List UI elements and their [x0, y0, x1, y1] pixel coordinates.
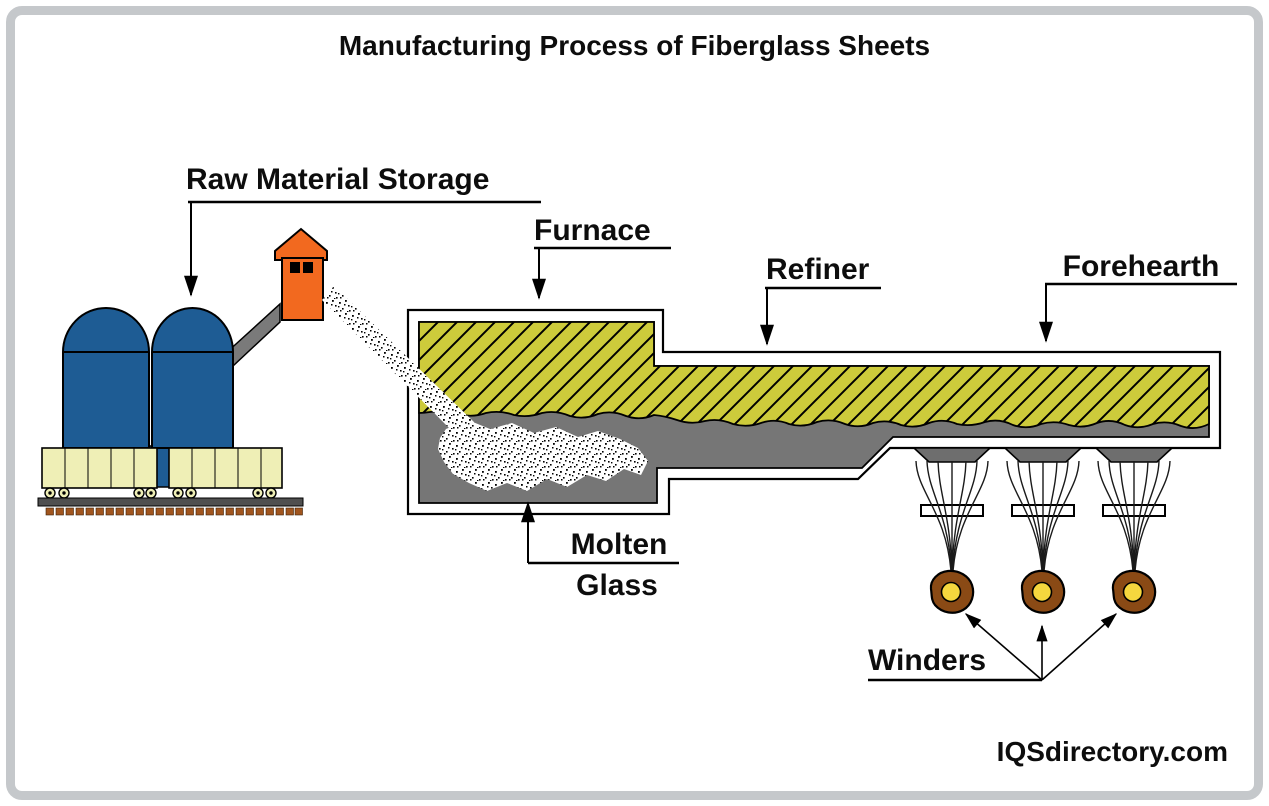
tower-window-left — [290, 262, 300, 273]
diagram-title: Manufacturing Process of Fiberglass Shee… — [338, 30, 931, 61]
winder-arrows — [964, 613, 1118, 681]
label-forehearth: Forehearth — [1062, 250, 1220, 283]
rail-car-right — [168, 447, 283, 489]
railway-track — [37, 497, 304, 516]
silo-right — [151, 307, 234, 449]
fiber-unit-1 — [912, 446, 992, 614]
arrow-winder-1 — [964, 613, 1043, 681]
leader-arrows — [184, 202, 1053, 563]
fiber-unit-2 — [1003, 446, 1083, 614]
rail-ties — [45, 507, 303, 516]
batch-tower — [274, 227, 328, 321]
rail-car-left — [41, 447, 158, 489]
tower-roof — [274, 227, 328, 261]
silo-left — [62, 307, 150, 449]
rail-car-wheels — [44, 487, 277, 499]
label-winders: Winders — [868, 644, 987, 677]
fiber-unit-3 — [1094, 446, 1174, 614]
label-underlines — [188, 200, 1237, 682]
rail-cars — [41, 447, 283, 499]
melting-batch-blob — [438, 420, 648, 491]
credit-text: IQSdirectory.com — [996, 736, 1228, 767]
glass-batch-layer — [418, 321, 1210, 429]
label-glass: Glass — [576, 569, 658, 602]
arrow-winder-3 — [1041, 613, 1118, 681]
tower-body — [281, 257, 324, 321]
tower-window-right — [303, 262, 313, 273]
label-refiner: Refiner — [766, 253, 870, 286]
batch-stream — [322, 286, 476, 438]
label-raw-material-storage: Raw Material Storage — [186, 163, 490, 196]
label-furnace: Furnace — [534, 214, 651, 247]
storage-silos — [62, 307, 234, 488]
rail-bar — [37, 497, 304, 507]
label-molten: Molten — [570, 528, 668, 561]
